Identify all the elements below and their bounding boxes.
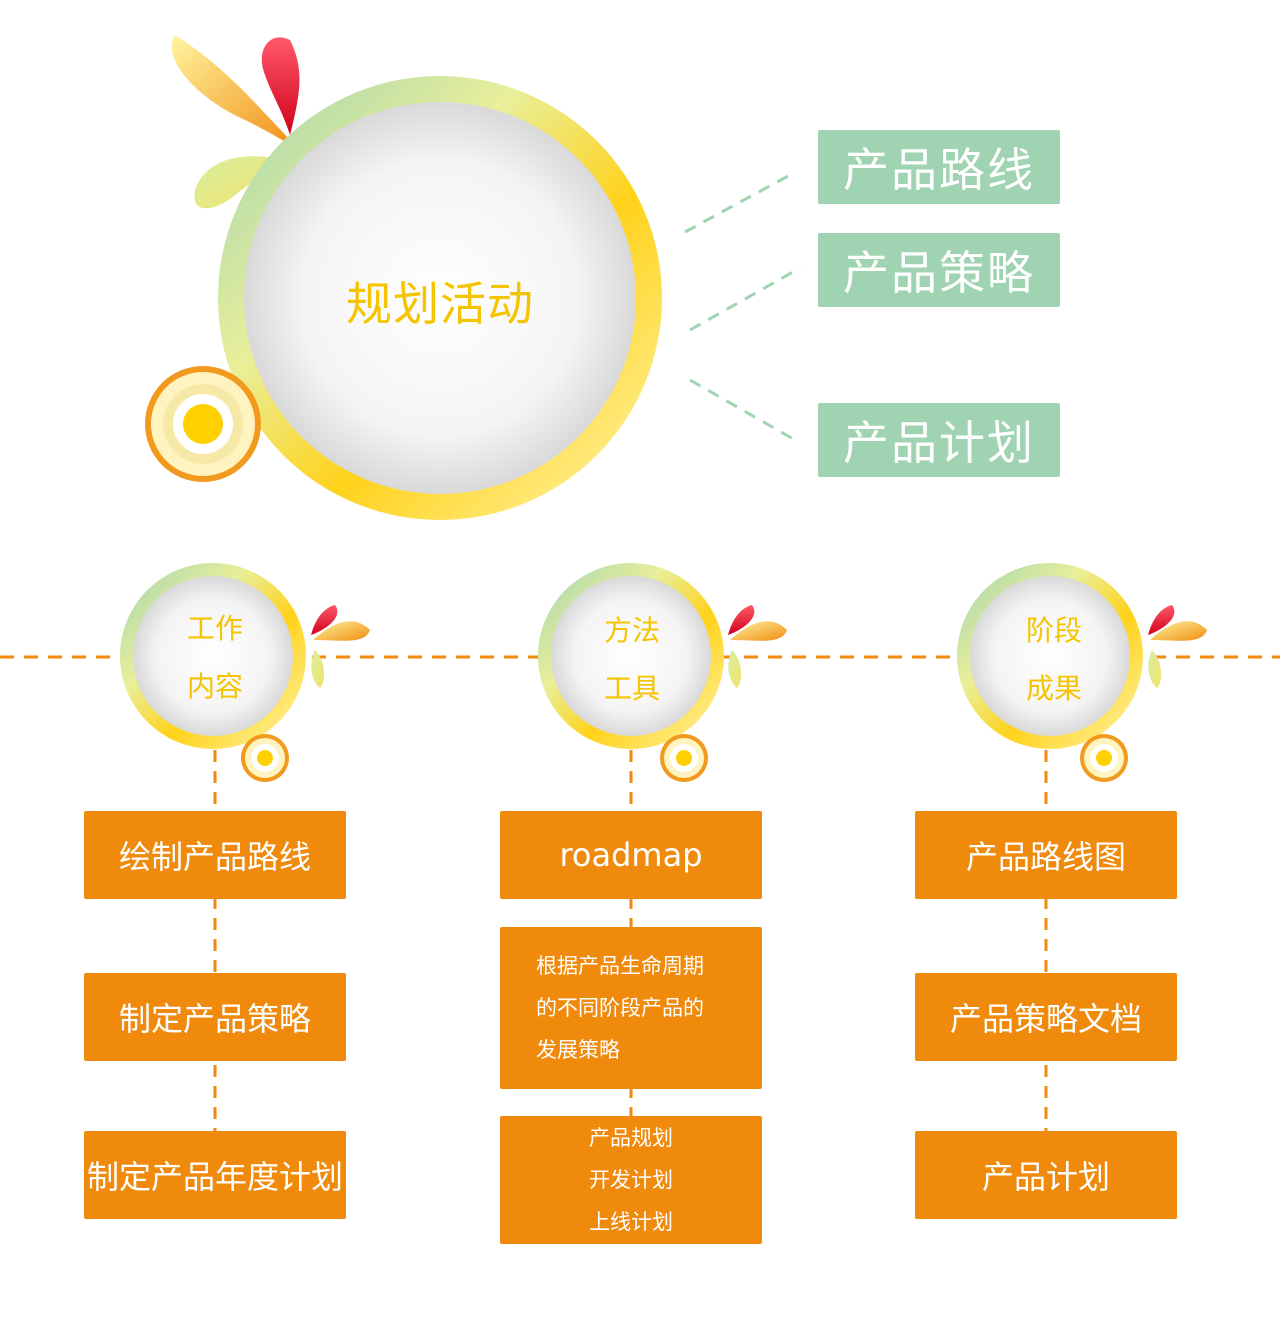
tool-box-roadmap: roadmap [500, 811, 762, 899]
box-text: 制定产品年度计划 [86, 1158, 343, 1196]
box-text: 绘制产品路线 [118, 838, 311, 876]
box-text: 产品规划 开发计划 上线计划 [589, 1126, 673, 1234]
tag-product-strategy: 产品策略 [818, 233, 1060, 307]
tag-connectors [684, 173, 801, 442]
work-box-draw-route: 绘制产品路线 [84, 811, 346, 899]
main-circle-inner [244, 102, 636, 494]
small-circle-2 [538, 563, 724, 749]
box-text: roadmap [559, 836, 703, 874]
result-box-strategy-doc: 产品策略文档 [915, 973, 1177, 1061]
box-text: 产品路线图 [965, 838, 1126, 876]
small-splash-drops [311, 605, 1207, 688]
main-title: 规划活动 [346, 277, 534, 331]
tag-product-plan: 产品计划 [818, 403, 1060, 477]
tool-box-plans: 产品规划 开发计划 上线计划 [500, 1116, 762, 1244]
circle-label-line: 工具 [603, 672, 660, 705]
small-circle-3 [957, 563, 1143, 749]
circle-label-line: 工作 [186, 612, 243, 645]
circle-label-line: 阶段 [1025, 614, 1082, 647]
box-text: 产品策略文档 [949, 1000, 1142, 1038]
circle-label-work-content: 工作 内容 [155, 600, 275, 716]
main-target-icon [145, 366, 261, 482]
small-circle-1 [120, 563, 306, 749]
circle-label-line: 成果 [1025, 672, 1082, 705]
box-text: 产品计划 [981, 1158, 1110, 1196]
result-box-route-map: 产品路线图 [915, 811, 1177, 899]
box-text: 根据产品生命周期 的不同阶段产品的 发展策略 [536, 954, 704, 1062]
work-box-set-strategy: 制定产品策略 [84, 973, 346, 1061]
tool-box-lifecycle-strategy: 根据产品生命周期 的不同阶段产品的 发展策略 [500, 927, 762, 1089]
box-text: 制定产品策略 [118, 1000, 311, 1038]
result-box-product-plan: 产品计划 [915, 1131, 1177, 1219]
small-target-icons [241, 734, 1128, 782]
circle-label-line: 方法 [603, 614, 660, 647]
work-box-annual-plan: 制定产品年度计划 [84, 1131, 346, 1219]
circle-label-line: 内容 [186, 670, 243, 703]
circle-label-stage-results: 阶段 成果 [994, 602, 1114, 718]
tag-product-route: 产品路线 [818, 130, 1060, 204]
circle-label-method-tools: 方法 工具 [572, 602, 692, 718]
